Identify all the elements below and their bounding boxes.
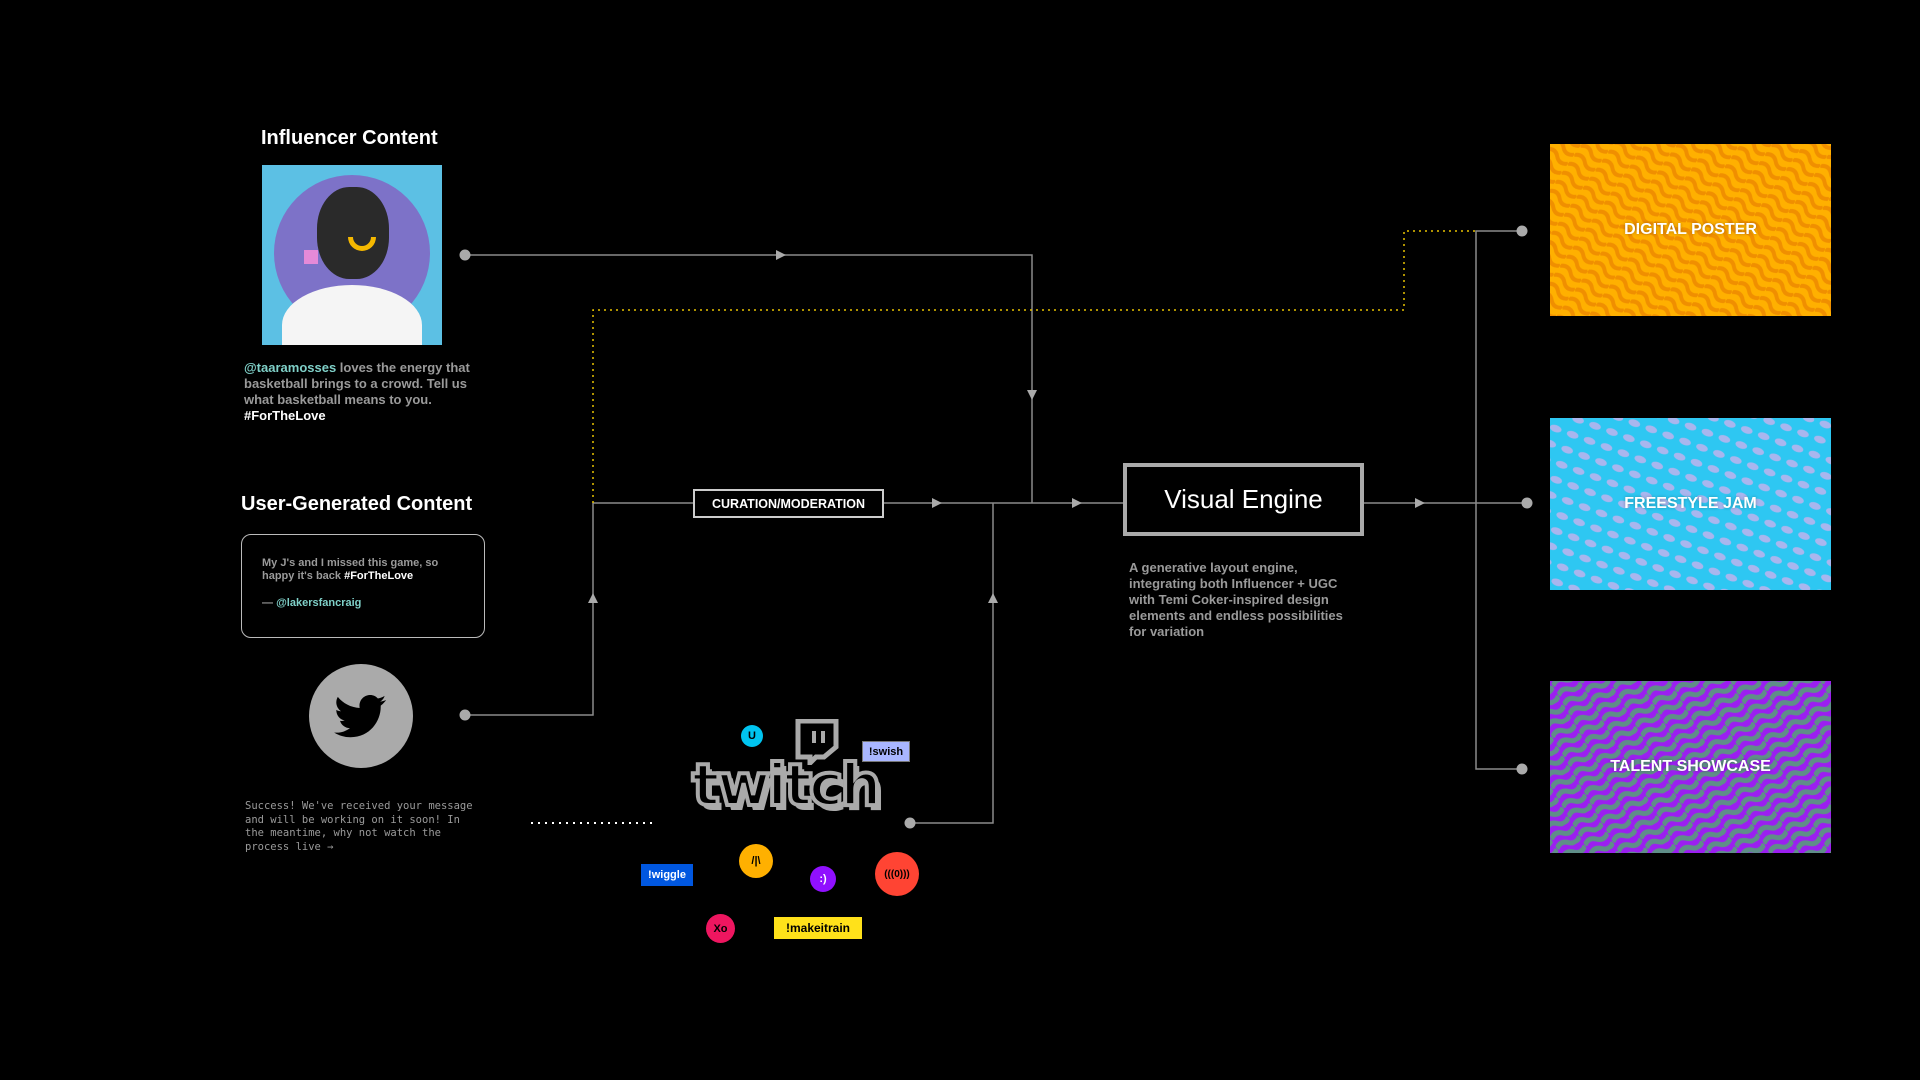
curation-moderation-box: CURATION/MODERATION [693,489,884,518]
emote-xo: Xo [706,914,735,943]
tweet-card: My J's and I missed this game, so happy … [241,534,485,638]
chat-command-wiggle: !wiggle [641,864,693,886]
ugc-title: User-Generated Content [241,493,473,515]
chat-command-makeitrain: !makeitrain [774,917,862,939]
visual-engine-box: Visual Engine [1123,463,1364,536]
influencer-handle[interactable]: @taaramosses [244,360,337,375]
emote-signal: (((0))) [875,852,919,896]
twitch-glitch-icon [795,718,839,770]
author-prefix: — [262,597,277,609]
emote-u: U [741,725,763,747]
twitter-icon [309,664,413,768]
hashtag: #ForTheLove [244,408,326,423]
emote-arrow: /|\ [739,844,773,878]
engine-description: A generative layout engine, integrating … [1129,560,1343,639]
tweet-text: My J's and I missed this game, so happy … [262,557,439,582]
poster-label: TALENT SHOWCASE [1610,758,1771,775]
caption-text: loves the energy that basketball brings … [244,360,470,407]
tweet-author[interactable]: @lakersfancraig [276,597,362,609]
talent-showcase-output[interactable]: TALENT SHOWCASE [1550,681,1831,853]
poster-label: FREESTYLE JAM [1624,495,1757,512]
digital-poster-output[interactable]: DIGITAL POSTER [1550,144,1831,316]
influencer-photo [262,165,442,345]
twitch-logo: twitch [690,750,884,820]
tweet-hashtag: #ForTheLove [344,570,414,582]
poster-label: DIGITAL POSTER [1624,221,1757,238]
freestyle-jam-output[interactable]: FREESTYLE JAM [1550,418,1831,590]
emote-smile: :) [810,866,836,892]
success-message[interactable]: Success! We've received your message and… [245,800,473,853]
influencer-title: Influencer Content [261,127,438,149]
chat-command-swish: !swish [862,741,910,762]
influencer-caption: @taaramosses loves the energy that baske… [244,360,474,424]
